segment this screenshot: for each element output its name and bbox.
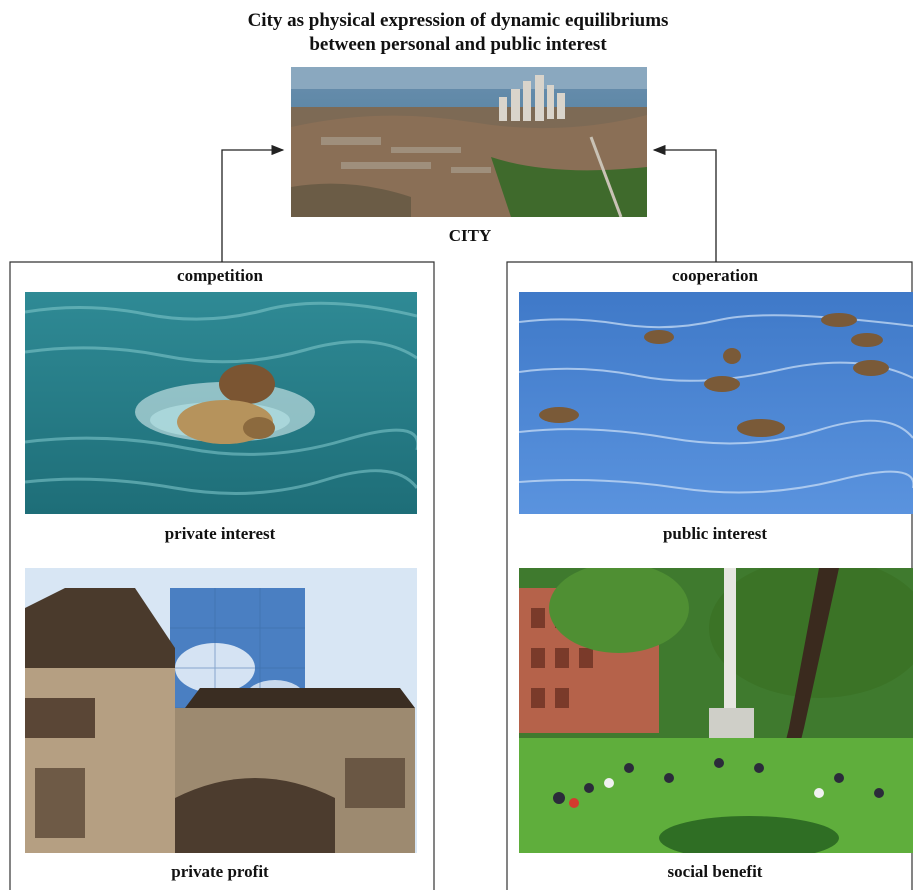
private-interest-caption: private interest [164, 524, 276, 543]
park-photo [519, 568, 913, 853]
diagram-title-line1: City as physical expression of dynamic e… [247, 10, 669, 31]
private-profit-caption: private profit [171, 862, 269, 881]
left-arrow [221, 144, 285, 262]
public-interest-caption: public interest [662, 524, 768, 543]
diagram-title-line2: between personal and public interest [309, 34, 607, 55]
ducks-fighting-photo [25, 292, 417, 514]
social-benefit-caption: social benefit [667, 862, 763, 881]
ducks-swimming-photo [519, 292, 913, 514]
city-aerial-photo [291, 67, 647, 217]
competition-label: competition [177, 266, 263, 285]
building-photo [25, 568, 417, 853]
city-label: CITY [448, 226, 492, 245]
cooperation-label: cooperation [672, 266, 758, 285]
right-arrow [652, 144, 717, 262]
